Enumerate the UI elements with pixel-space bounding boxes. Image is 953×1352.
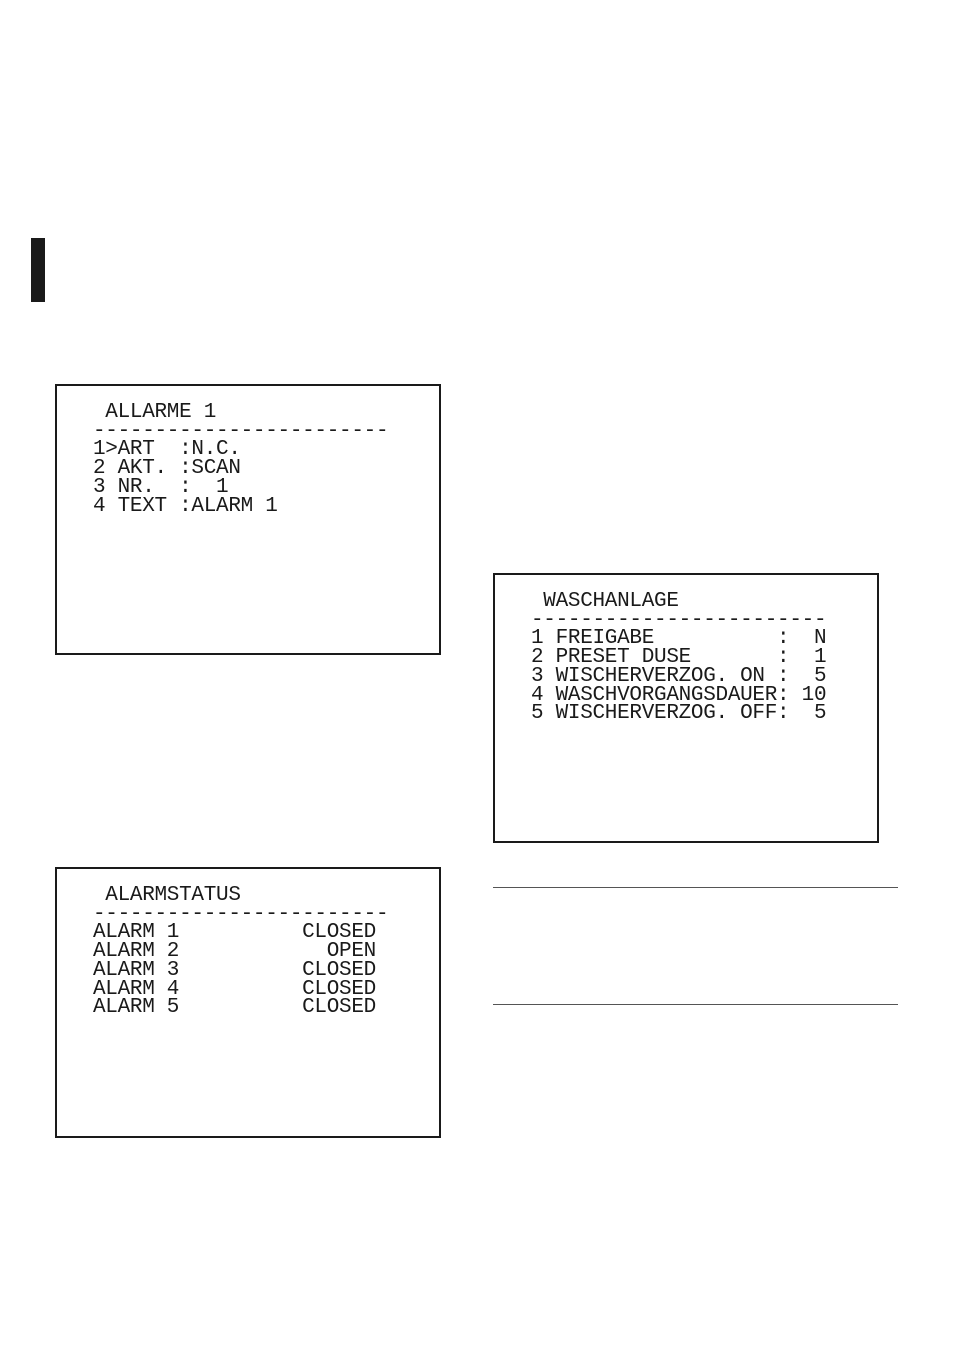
section-marker-bar [31, 238, 45, 302]
menu-row-akt: 2 AKT. :SCAN [93, 457, 241, 481]
divider-line-top [493, 887, 898, 888]
menu-row-waschvorgangsdauer: 4 WASCHVORGANGSDAUER: 10 [531, 683, 827, 707]
menu-row-alarm-3: ALARM 3 CLOSED [93, 958, 376, 982]
menu-row-wischerverzog-on: 3 WISCHERVERZOG. ON : 5 [531, 664, 827, 688]
menu-row-alarm-4: ALARM 4 CLOSED [93, 977, 376, 1001]
menu-row-nr: 3 NR. : 1 [93, 475, 229, 499]
menu-row-alarm-5: ALARM 5 CLOSED [93, 996, 376, 1020]
menu-row-text: 4 TEXT :ALARM 1 [93, 494, 278, 518]
menu-title: ALLARME 1 [93, 401, 217, 424]
osd-menu-allarme: ALLARME 1 ------------------------ 1>ART… [55, 384, 441, 655]
menu-row-alarm-2: ALARM 2 OPEN [93, 940, 376, 964]
menu-row-art: 1>ART :N.C. [93, 438, 241, 462]
menu-title: ALARMSTATUS [93, 884, 241, 907]
menu-row-preset-duse: 2 PRESET DUSE : 1 [531, 646, 827, 670]
menu-row-freigabe: 1 FREIGABE : N [531, 627, 827, 651]
divider-line-bottom [493, 1004, 898, 1005]
osd-menu-alarmstatus: ALARMSTATUS ------------------------ ALA… [55, 867, 441, 1138]
menu-separator: ------------------------ [93, 902, 389, 926]
menu-title: WASCHANLAGE [531, 590, 679, 613]
menu-row-alarm-1: ALARM 1 CLOSED [93, 921, 376, 945]
menu-row-wischerverzog-off: 5 WISCHERVERZOG. OFF: 5 [531, 702, 827, 726]
osd-menu-waschanlage: WASCHANLAGE ------------------------ 1 F… [493, 573, 879, 843]
menu-separator: ------------------------ [531, 608, 827, 632]
menu-separator: ------------------------ [93, 419, 389, 443]
